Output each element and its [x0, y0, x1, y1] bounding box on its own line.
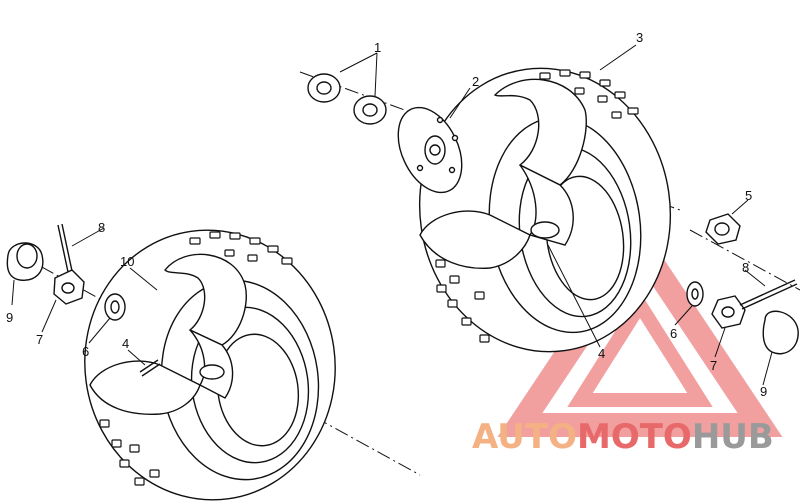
callout-8-right: 8: [742, 260, 749, 275]
callout-labels: 1 2 3 4 4 5 6 6 7 7 8 8 9 9 10: [6, 30, 767, 399]
axle-nut: [705, 213, 741, 245]
left-wheel-tire: [84, 229, 336, 501]
callout-6-right: 6: [670, 326, 677, 341]
watermark-text: AUTOMOTOHUB: [472, 417, 774, 457]
right-hardware: [686, 279, 799, 355]
callout-1: 1: [374, 40, 381, 55]
left-hardware: [6, 223, 161, 377]
callout-6-left: 6: [82, 344, 89, 359]
lug-nuts: [307, 73, 387, 125]
callout-9-right: 9: [760, 384, 767, 399]
callout-8-left: 8: [98, 220, 105, 235]
watermark-moto: MOTO: [577, 417, 692, 457]
callout-7-right: 7: [710, 358, 717, 373]
callout-3: 3: [636, 30, 643, 45]
watermark-auto: AUTO: [472, 417, 577, 457]
leader-lines: [11, 44, 773, 386]
right-wheel-tire: [418, 67, 672, 353]
callout-10: 10: [120, 254, 134, 269]
callout-5: 5: [745, 188, 752, 203]
svg-text:AUTOMOTOHUB: AUTOMOTOHUB: [472, 417, 774, 457]
callout-2: 2: [472, 74, 479, 89]
callout-4-right: 4: [598, 346, 605, 361]
callout-7-left: 7: [36, 332, 43, 347]
watermark-hub: HUB: [692, 417, 774, 457]
callout-9-left: 9: [6, 310, 13, 325]
hub-flange: [397, 106, 463, 194]
callout-4-left: 4: [122, 336, 129, 351]
